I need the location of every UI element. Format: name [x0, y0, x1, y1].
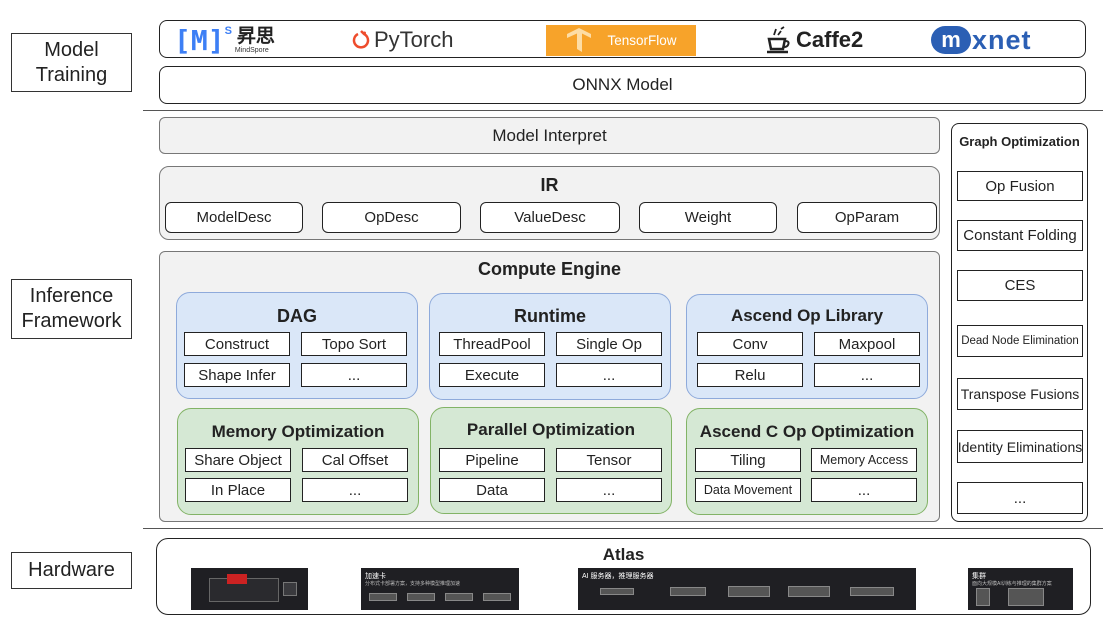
ascend-op-library-group: Ascend Op Library Conv Maxpool Relu ...	[686, 294, 928, 399]
memory-optimization-group: Memory Optimization Share Object Cal Off…	[177, 408, 419, 515]
graph-optimization-title: Graph Optimization	[952, 134, 1087, 149]
ascend-op-library-title: Ascend Op Library	[687, 306, 927, 326]
parallel-optimization-group: Parallel Optimization Pipeline Tensor Da…	[430, 407, 672, 514]
ascend-op-cell-more: ...	[814, 363, 920, 387]
ascend-op-cell-conv: Conv	[697, 332, 803, 356]
ir-item-opdesc: OpDesc	[322, 202, 461, 233]
ascend-c-opt-cell-more: ...	[811, 478, 917, 502]
ir-section: IR ModelDesc OpDesc ValueDesc Weight OpP…	[159, 166, 940, 240]
parallel-opt-cell-tensor: Tensor	[556, 448, 662, 472]
atlas-accelerator-cards-image: 加速卡 分布式卡部署方案，支持多种模型推理加速	[361, 568, 519, 610]
runtime-cell-execute: Execute	[439, 363, 545, 387]
graph-opt-item-transpose-fusions: Transpose Fusions	[957, 378, 1083, 410]
parallel-opt-cell-data: Data	[439, 478, 545, 502]
ascend-op-cell-relu: Relu	[697, 363, 803, 387]
divider-inference-hardware	[143, 528, 1103, 529]
graph-opt-item-ces: CES	[957, 270, 1083, 301]
ascend-c-op-optimization-group: Ascend C Op Optimization Tiling Memory A…	[686, 408, 928, 515]
dag-group: DAG Construct Topo Sort Shape Infer ...	[176, 292, 418, 399]
atlas-title: Atlas	[157, 545, 1090, 565]
ascend-c-opt-cell-memory-access: Memory Access	[811, 448, 917, 472]
dag-cell-construct: Construct	[184, 332, 290, 356]
dag-cell-more: ...	[301, 363, 407, 387]
ir-item-weight: Weight	[639, 202, 777, 233]
parallel-opt-cell-pipeline: Pipeline	[439, 448, 545, 472]
coffee-cup-icon	[766, 26, 792, 54]
tensorflow-icon	[565, 28, 593, 52]
memory-opt-cell-share-object: Share Object	[185, 448, 291, 472]
layer-label-model-training: Model Training	[11, 33, 132, 92]
parallel-opt-cell-more: ...	[556, 478, 662, 502]
ir-item-valuedesc: ValueDesc	[480, 202, 620, 233]
memory-optimization-title: Memory Optimization	[178, 422, 418, 442]
runtime-cell-more: ...	[556, 363, 662, 387]
memory-opt-cell-in-place: In Place	[185, 478, 291, 502]
memory-opt-cell-cal-offset: Cal Offset	[302, 448, 408, 472]
framework-logos-bar: [M] S 昇思 MindSpore PyTorch TensorFlow Ca…	[159, 20, 1086, 58]
compute-engine-section: Compute Engine DAG Construct Topo Sort S…	[159, 251, 940, 522]
tensorflow-logo: TensorFlow	[546, 21, 696, 59]
graph-optimization-panel: Graph Optimization Op Fusion Constant Fo…	[951, 123, 1088, 522]
parallel-optimization-title: Parallel Optimization	[431, 420, 671, 440]
graph-opt-item-op-fusion: Op Fusion	[957, 171, 1083, 201]
graph-opt-item-more: ...	[957, 482, 1083, 514]
onnx-model-box: ONNX Model	[159, 66, 1086, 104]
graph-opt-item-constant-folding: Constant Folding	[957, 220, 1083, 251]
ascend-c-opt-cell-tiling: Tiling	[695, 448, 801, 472]
pytorch-flame-icon	[352, 29, 370, 51]
ir-title: IR	[160, 175, 939, 196]
model-interpret-box: Model Interpret	[159, 117, 940, 154]
memory-opt-cell-more: ...	[302, 478, 408, 502]
atlas-cluster-image: 集群 面向大规模AI训练与推理的集群方案	[968, 568, 1073, 610]
graph-opt-item-identity-eliminations: Identity Eliminations	[957, 430, 1083, 463]
runtime-cell-single-op: Single Op	[556, 332, 662, 356]
caffe2-logo: Caffe2	[766, 21, 863, 59]
hardware-section: Atlas 加速卡 分布式卡部署方案，支持多种模型推理加速 AI 服务器，推理服…	[156, 538, 1091, 615]
mxnet-logo: m xnet	[931, 21, 1032, 59]
layer-label-hardware: Hardware	[11, 552, 132, 589]
compute-engine-title: Compute Engine	[160, 259, 939, 280]
ascend-op-cell-maxpool: Maxpool	[814, 332, 920, 356]
dag-cell-topo-sort: Topo Sort	[301, 332, 407, 356]
layer-label-inference-framework: Inference Framework	[11, 279, 132, 339]
ir-item-opparam: OpParam	[797, 202, 937, 233]
divider-training-inference	[143, 110, 1103, 111]
atlas-dev-board-image	[191, 568, 308, 610]
runtime-group: Runtime ThreadPool Single Op Execute ...	[429, 293, 671, 400]
dag-cell-shape-infer: Shape Infer	[184, 363, 290, 387]
runtime-title: Runtime	[430, 306, 670, 327]
ir-item-modeldesc: ModelDesc	[165, 202, 303, 233]
mindspore-logo: [M] S 昇思 MindSpore	[174, 21, 275, 59]
ascend-c-opt-cell-data-movement: Data Movement	[695, 478, 801, 502]
graph-opt-item-dead-node-elimination: Dead Node Elimination	[957, 325, 1083, 357]
pytorch-logo: PyTorch	[352, 21, 453, 59]
ascend-c-op-optimization-title: Ascend C Op Optimization	[687, 422, 927, 442]
atlas-servers-image: AI 服务器，推理服务器	[578, 568, 916, 610]
dag-title: DAG	[177, 306, 417, 327]
runtime-cell-threadpool: ThreadPool	[439, 332, 545, 356]
